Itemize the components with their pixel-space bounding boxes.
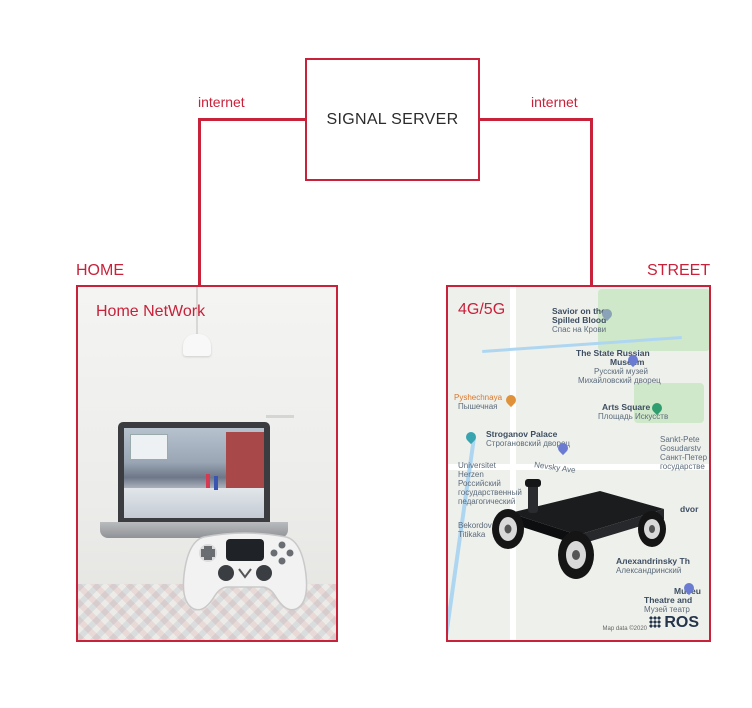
map-attribution: Map data ©2020 bbox=[602, 626, 647, 632]
map-label: dvor bbox=[680, 504, 699, 514]
ceiling-lamp-icon bbox=[183, 334, 211, 356]
feed-building bbox=[226, 432, 264, 494]
left-link-horizontal bbox=[198, 118, 306, 121]
map-label: Universitet bbox=[458, 461, 496, 470]
map-label: Михайловский дворец bbox=[578, 376, 661, 385]
home-network-panel: Home NetWork bbox=[76, 285, 338, 642]
home-section-label: HOME bbox=[76, 262, 124, 279]
map-label: государственный bbox=[458, 488, 522, 497]
map-label: Sankt-Pete bbox=[660, 435, 700, 444]
map-label: Российский bbox=[458, 479, 501, 488]
map-label: Pyshechnaya bbox=[454, 393, 503, 402]
ros-logo: ROS bbox=[649, 614, 699, 632]
map-label: Спас на Крови bbox=[552, 325, 607, 334]
feed-road bbox=[124, 488, 264, 518]
right-link-label: internet bbox=[531, 94, 578, 110]
map-label: The State Russian bbox=[576, 348, 650, 358]
map-label: Arts Square bbox=[602, 402, 651, 412]
left-link-vertical bbox=[198, 118, 201, 286]
signal-server-box: SIGNAL SERVER bbox=[305, 58, 480, 181]
map-label: Площадь Искусств bbox=[598, 412, 669, 421]
street-panel: Savior on the Spilled Blood Спас на Кров… bbox=[446, 285, 711, 642]
ros-dots-icon bbox=[649, 616, 662, 628]
map-label: Savior on the bbox=[552, 306, 606, 316]
laptop-camera-feed bbox=[124, 428, 264, 518]
feed-person bbox=[206, 474, 210, 488]
lamp-cord bbox=[196, 287, 198, 335]
left-link-label: internet bbox=[198, 94, 245, 110]
map-label: Gosudarstv bbox=[660, 444, 701, 453]
map-label: Русский музей bbox=[594, 367, 648, 376]
right-link-vertical bbox=[590, 118, 593, 286]
wall-shelf bbox=[266, 415, 294, 418]
map-label: Herzen bbox=[458, 470, 484, 479]
map-label: Spilled Blood bbox=[552, 315, 607, 325]
signal-server-label: SIGNAL SERVER bbox=[326, 110, 459, 128]
robot-wheel bbox=[558, 531, 594, 579]
street-section-label: STREET bbox=[647, 262, 711, 279]
map-label: государстве bbox=[660, 462, 705, 471]
robot-wheel bbox=[492, 509, 524, 549]
map-label: Музей театр bbox=[644, 605, 690, 614]
map-label: Theatre and bbox=[644, 595, 693, 605]
laptop-icon bbox=[118, 422, 270, 522]
feed-person bbox=[214, 476, 218, 490]
map-label: Пышечная bbox=[458, 402, 498, 411]
map-park bbox=[634, 383, 704, 423]
right-link-horizontal bbox=[479, 118, 593, 121]
map-label: Строгановский дворец bbox=[486, 439, 570, 448]
street-network-label: 4G/5G bbox=[458, 301, 506, 318]
gamepad-icon bbox=[182, 532, 308, 611]
map-label: Stroganov Palace bbox=[486, 429, 558, 439]
map-label: Titikaka bbox=[458, 530, 486, 539]
map-label: Алexandrinsky Th bbox=[616, 556, 690, 566]
ros-label: ROS bbox=[664, 614, 699, 631]
map-label: Александринский bbox=[616, 566, 682, 575]
feed-mini-map bbox=[130, 434, 168, 460]
robot-wheel bbox=[638, 511, 666, 547]
map-label: педагогический bbox=[458, 497, 516, 506]
home-network-label: Home NetWork bbox=[96, 303, 206, 320]
robot-car-icon bbox=[492, 479, 666, 579]
map-label: Санкт-Петер bbox=[660, 453, 708, 462]
map-label: Bekordov bbox=[458, 521, 492, 530]
